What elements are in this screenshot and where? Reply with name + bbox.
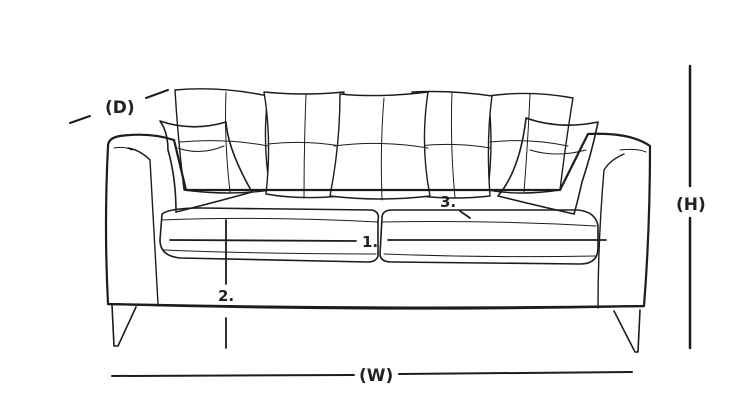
accent-pillow-left <box>159 120 253 213</box>
depth-dimension: (D) <box>69 89 169 124</box>
width-dimension: (W) <box>111 366 633 386</box>
left-arm-edge <box>127 147 159 305</box>
depth-line-left <box>69 115 91 124</box>
sofa-body <box>104 132 652 310</box>
callout-3-line <box>459 210 471 219</box>
callout-2-label: 2. <box>218 287 234 305</box>
leg-right <box>613 309 641 353</box>
callout-1-label: 1. <box>362 233 378 251</box>
right-arm-edge <box>597 153 625 309</box>
height-label: (H) <box>676 195 706 215</box>
leg-left <box>111 304 137 347</box>
depth-label: (D) <box>105 98 135 118</box>
seat-cushion-right <box>379 209 599 265</box>
depth-line-right <box>145 89 169 99</box>
accent-pillows <box>159 117 599 215</box>
width-line-left <box>111 374 355 377</box>
height-dimension: (H) <box>676 64 706 350</box>
sofa-legs <box>111 304 641 353</box>
back-pillow-6 <box>487 92 574 194</box>
callout-1-line-left <box>169 239 357 242</box>
back-pillow-3 <box>329 91 431 200</box>
back-pillows <box>174 88 574 201</box>
width-line-right <box>398 371 633 375</box>
callouts: 1. 2. 3. <box>169 193 607 349</box>
width-label: (W) <box>359 366 393 386</box>
callout-3-label: 3. <box>440 193 456 211</box>
accent-pillow-right <box>497 117 599 215</box>
